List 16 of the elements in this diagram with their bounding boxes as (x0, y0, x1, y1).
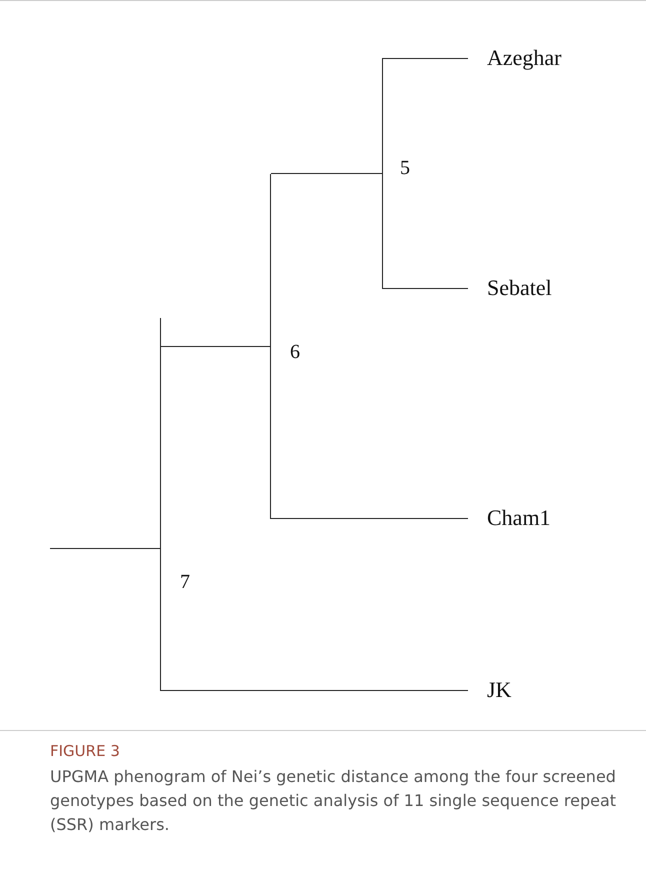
node-number: 6 (290, 341, 300, 363)
genotype-label: JK (468, 677, 512, 703)
branch-line (382, 58, 468, 59)
genotype-label: Cham1 (468, 505, 551, 531)
branch-line (382, 288, 468, 289)
branch-line (270, 173, 382, 174)
branch-line (160, 346, 270, 347)
genotype-label: Sebatel (468, 275, 552, 301)
branch-line (50, 548, 160, 549)
figure-title: FIGURE 3 (50, 742, 120, 760)
branch-line (270, 518, 468, 519)
figure-caption: UPGMA phenogram of Nei’s genetic distance among the four screened genotypes based on the genetic analysis of 11 single sequence repeat (SSR) markers. (50, 766, 618, 836)
branch-line (160, 690, 468, 691)
genotype-label: Azeghar (468, 45, 562, 71)
node-number: 5 (400, 157, 410, 179)
node-number: 7 (180, 571, 190, 593)
